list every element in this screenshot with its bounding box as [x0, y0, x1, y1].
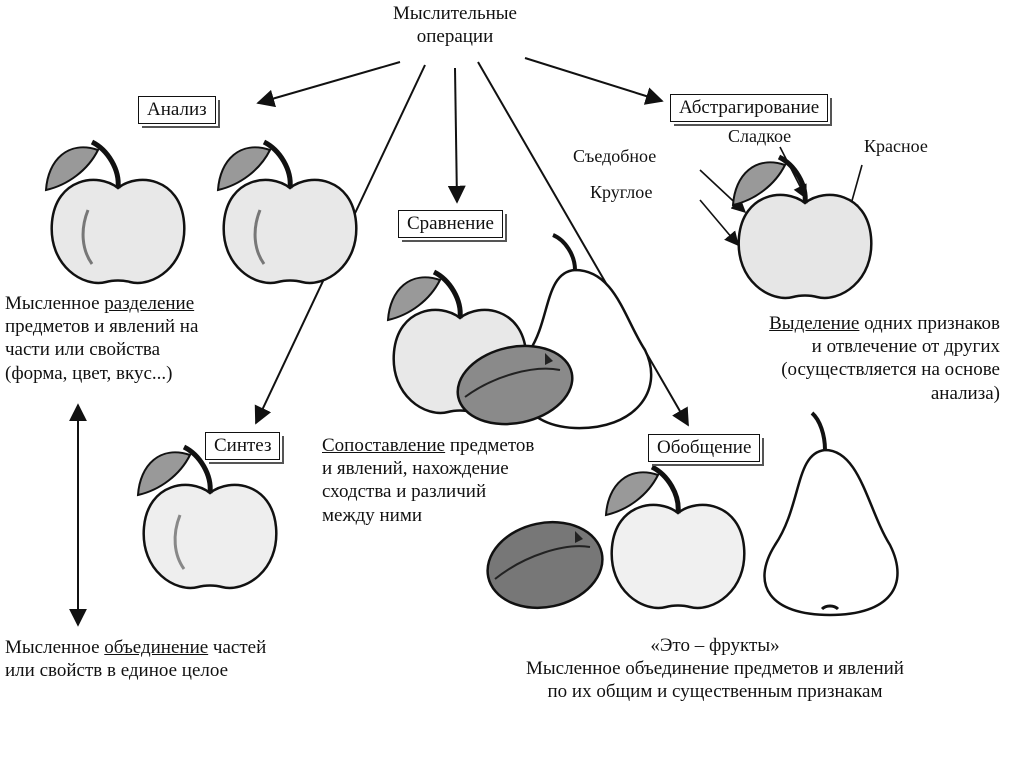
desc-line: «Это – фрукты» [650, 635, 780, 656]
desc-line: Мысленное объединение предметов и явлени… [526, 658, 904, 680]
desc-line: Мысленное разделение [5, 293, 195, 314]
desc-line: сходства и различий [322, 481, 487, 503]
arrow-to-comparison [447, 67, 466, 204]
desc-line: по их общим и существенным признакам [547, 681, 883, 703]
abstraction-description: Выделение одних признаков и отвлечение о… [640, 312, 1000, 405]
title-line: Мыслительные [393, 3, 517, 24]
plum-icon [456, 344, 574, 426]
desc-line: части или свойства [5, 339, 161, 361]
title: Мыслительные операции [350, 2, 560, 48]
apple-icon [731, 154, 873, 300]
desc-line: анализа) [930, 382, 1000, 404]
apple-icon [216, 139, 358, 285]
desc-line: и отвлечение от других [811, 336, 1000, 358]
pear-icon [763, 411, 899, 617]
operation-arrows [69, 57, 689, 627]
desc-line: (форма, цвет, вкус...) [5, 362, 173, 384]
synthesis-description: Мысленное объединение частей или свойств… [5, 636, 266, 682]
plum-icon [486, 520, 604, 610]
apple-icon [136, 444, 278, 590]
arrow-to-generalization [477, 61, 689, 427]
analysis-box: Анализ [138, 96, 220, 128]
analysis-description: Мысленное разделение предметов и явлений… [5, 292, 198, 385]
title-line: операции [416, 26, 494, 48]
property-round: Круглое [590, 182, 653, 202]
property-edible: Съедобное [573, 146, 657, 166]
property-sweet: Сладкое [728, 126, 792, 146]
comparison-description: Сопоставление предметов и явлений, нахож… [322, 434, 534, 527]
desc-line: Сопоставление предметов [322, 435, 535, 456]
apple-icon [604, 464, 746, 610]
property-red: Красное [864, 136, 928, 156]
arrow-to-analysis [256, 61, 401, 108]
synthesis-box: Синтез [205, 432, 285, 464]
desc-line: Выделение одних признаков [769, 313, 1000, 334]
desc-line: или свойств в единое целое [5, 660, 229, 682]
desc-line: Мысленное объединение частей [5, 637, 267, 658]
desc-line: между ними [322, 504, 423, 526]
generalization-box: Обобщение [648, 434, 765, 466]
abstraction-box: Абстрагирование [670, 94, 833, 126]
arrow-to-abstraction [524, 57, 664, 105]
desc-line: и явлений, нахождение [322, 458, 509, 480]
comparison-box: Сравнение [398, 210, 507, 242]
generalization-description: «Это – фрукты» Мысленное объединение пре… [420, 634, 1010, 704]
apple-icon [44, 139, 186, 285]
desc-line: (осуществляется на основе [781, 359, 1000, 381]
desc-line: предметов и явлений на [5, 316, 199, 338]
